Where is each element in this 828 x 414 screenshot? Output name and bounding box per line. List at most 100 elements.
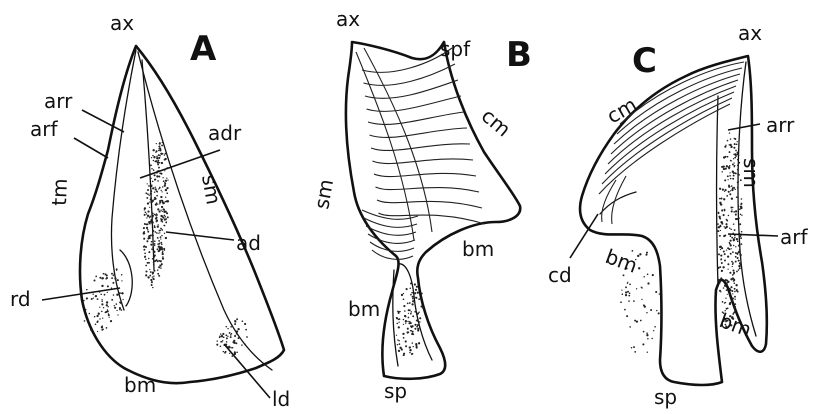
stipple-dot xyxy=(101,303,103,305)
stipple-dot xyxy=(734,138,735,139)
stipple-dot xyxy=(629,292,631,294)
growth-line xyxy=(365,80,458,98)
stipple-dot xyxy=(167,201,168,202)
stipple-dot xyxy=(150,164,152,166)
stipple-dot xyxy=(163,217,165,219)
stipple-dot xyxy=(718,279,720,281)
stipple-dot xyxy=(106,327,108,329)
stipple-dot xyxy=(414,324,416,326)
stipple-dot xyxy=(161,248,163,250)
stipple-dot xyxy=(729,288,731,290)
panel-c-label-bm-right: bm xyxy=(716,308,754,342)
panel-a-label-tm: tm xyxy=(47,178,72,206)
stipple-dot xyxy=(146,197,148,199)
stipple-dot xyxy=(143,232,145,234)
stipple-dot xyxy=(221,335,223,337)
stipple-dot xyxy=(730,160,732,162)
stipple-dot xyxy=(654,326,656,328)
growth-line xyxy=(370,128,468,137)
stipple-dot xyxy=(152,187,154,189)
stipple-dot xyxy=(732,269,734,271)
stipple-dot xyxy=(727,255,729,257)
stipple-dot xyxy=(737,291,739,293)
stipple-dot xyxy=(727,294,728,295)
stipple-dot xyxy=(737,241,739,243)
stipple-dot xyxy=(740,237,742,239)
stipple-dot xyxy=(154,231,156,233)
stipple-dot xyxy=(159,210,161,212)
growth-line xyxy=(379,213,486,224)
stipple-dot xyxy=(731,185,733,187)
stipple-dot xyxy=(225,334,227,336)
stipple-dot xyxy=(150,244,152,246)
stipple-dot xyxy=(114,277,116,279)
stipple-dot xyxy=(727,179,728,180)
stipple-dot xyxy=(156,220,157,221)
stipple-dot xyxy=(143,246,145,248)
growth-line xyxy=(602,180,616,222)
stipple-dot xyxy=(159,232,160,233)
stipple-dot xyxy=(105,312,106,313)
stipple-dot xyxy=(117,314,118,315)
stipple-dot xyxy=(149,223,150,224)
stipple-dot xyxy=(732,264,734,266)
stipple-dot xyxy=(735,284,737,286)
stipple-dot xyxy=(732,298,734,300)
stipple-dot xyxy=(165,197,166,198)
stipple-dot xyxy=(164,225,165,226)
stipple-dot xyxy=(220,346,222,348)
stipple-dot xyxy=(161,215,163,217)
stipple-dot xyxy=(411,353,413,355)
stipple-dot xyxy=(226,326,228,328)
stipple-dot xyxy=(149,217,150,218)
stipple-dot xyxy=(726,284,728,286)
stipple-dot xyxy=(728,186,730,188)
stipple-dot xyxy=(722,166,724,168)
stipple-dot xyxy=(144,209,145,210)
stipple-dot xyxy=(627,282,628,283)
stipple-dot xyxy=(165,153,167,155)
stipple-dot xyxy=(729,132,730,133)
stipple-dot xyxy=(121,280,122,281)
stipple-dot xyxy=(229,332,231,334)
stipple-dot xyxy=(729,272,731,274)
stipple-dot xyxy=(164,202,165,203)
stipple-dot xyxy=(735,210,737,212)
stipple-dot xyxy=(409,321,410,322)
stipple-dot xyxy=(152,287,153,288)
stipple-dot xyxy=(734,153,736,155)
stipple-dot xyxy=(146,240,148,242)
stipple-dot xyxy=(412,331,414,333)
stipple-dot xyxy=(733,147,735,149)
stipple-dot xyxy=(720,259,721,260)
stipple-dot xyxy=(96,315,98,317)
stipple-dot xyxy=(410,325,412,327)
stipple-dot xyxy=(734,229,736,231)
stipple-dot xyxy=(724,302,726,304)
stipple-dot xyxy=(402,333,404,335)
stipple-dot xyxy=(728,191,730,193)
stipple-dot xyxy=(741,215,742,216)
stipple-dot xyxy=(159,264,161,266)
stipple-dot xyxy=(145,265,147,267)
stipple-dot xyxy=(156,157,158,159)
stipple-dot xyxy=(147,211,149,213)
stipple-dot xyxy=(107,292,108,293)
stipple-dot xyxy=(90,329,92,331)
stipple-dot xyxy=(153,256,155,258)
stipple-dot xyxy=(651,338,652,339)
stipple-dot xyxy=(647,352,648,353)
stipple-dot xyxy=(166,192,168,194)
stipple-dot xyxy=(646,252,648,254)
stipple-dot xyxy=(154,226,156,228)
panel-c-label-ax: ax xyxy=(738,21,762,45)
stipple-dot xyxy=(85,309,87,311)
stipple-dot xyxy=(157,248,159,250)
stipple-dot xyxy=(160,173,162,175)
stipple-dot xyxy=(95,324,97,326)
stipple-dot xyxy=(222,340,223,341)
stipple-dot xyxy=(145,259,147,261)
stipple-dot xyxy=(89,313,91,315)
stipple-dot xyxy=(106,304,108,306)
stipple-dot xyxy=(411,311,413,313)
